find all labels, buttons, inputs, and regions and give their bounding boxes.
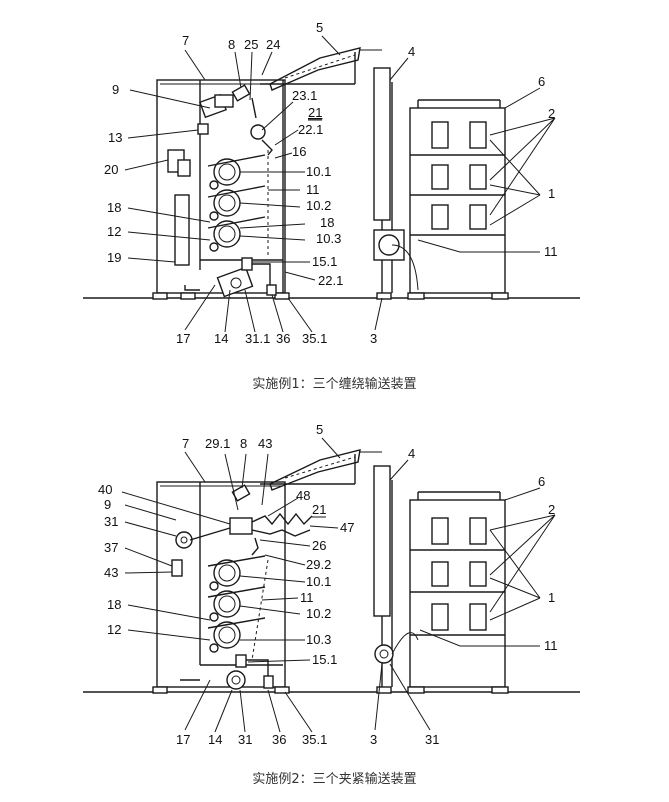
- label-23-1: 23.1: [292, 88, 317, 103]
- foot: [274, 292, 290, 300]
- label-36: 36: [272, 732, 286, 747]
- label-18: 18: [107, 597, 121, 612]
- label-10-3: 10.3: [316, 231, 341, 246]
- label-17: 17: [176, 732, 190, 747]
- stack: [431, 164, 449, 190]
- leader-lines: [124, 35, 556, 333]
- stack: [469, 164, 487, 190]
- boom-arm: [269, 47, 361, 91]
- label-7: 7: [182, 436, 189, 451]
- label-12: 12: [107, 622, 121, 637]
- label-10-3: 10.3: [306, 632, 331, 647]
- label-12: 12: [107, 224, 121, 239]
- label-8: 8: [240, 436, 247, 451]
- label-31b: 31: [238, 732, 252, 747]
- stack: [469, 204, 487, 230]
- label-18a: 18: [107, 200, 121, 215]
- label-15-1: 15.1: [312, 652, 337, 667]
- gripper-unit: [374, 644, 394, 664]
- figure-1-drawing: 7 8 25 24 5 4 6 9 23.1 21 2 22.1 13 16 2…: [83, 20, 580, 346]
- machine-frame: [156, 79, 286, 294]
- label-11b: 11: [544, 638, 558, 653]
- figure-2-caption: 实施例2：三个夹紧输送装置: [252, 772, 417, 787]
- label-10-1: 10.1: [306, 164, 331, 179]
- label-22-1a: 22.1: [298, 122, 323, 137]
- label-37: 37: [104, 540, 118, 555]
- stack: [431, 204, 449, 230]
- label-29-2: 29.2: [306, 557, 331, 572]
- stack: [469, 121, 487, 149]
- label-2: 2: [548, 502, 555, 517]
- label-8: 8: [228, 37, 235, 52]
- winding-unit: [213, 220, 241, 248]
- label-2: 2: [548, 106, 555, 121]
- foot: [152, 292, 168, 300]
- label-11b: 11: [544, 244, 558, 259]
- label-15-1: 15.1: [312, 254, 337, 269]
- label-5: 5: [316, 422, 323, 437]
- label-25: 25: [244, 37, 258, 52]
- label-17: 17: [176, 331, 190, 346]
- label-40: 40: [98, 482, 112, 497]
- label-36: 36: [276, 331, 290, 346]
- label-43a: 43: [258, 436, 272, 451]
- label-47: 47: [340, 520, 354, 535]
- label-6: 6: [538, 474, 545, 489]
- stack: [431, 121, 449, 149]
- label-26: 26: [312, 538, 326, 553]
- label-31-1: 31.1: [245, 331, 270, 346]
- machine-frame: [156, 481, 286, 688]
- label-1: 1: [548, 186, 555, 201]
- clamp-unit: [229, 517, 253, 535]
- label-4: 4: [408, 44, 415, 59]
- label-19: 19: [107, 250, 121, 265]
- label-4: 4: [408, 446, 415, 461]
- label-43b: 43: [104, 565, 118, 580]
- column: [373, 67, 391, 221]
- label-31a: 31: [104, 514, 118, 529]
- column: [373, 465, 391, 617]
- label-3: 3: [370, 331, 377, 346]
- figure-1-caption: 实施例1：三个缠绕输送装置: [252, 377, 417, 392]
- label-7: 7: [182, 33, 189, 48]
- label-14: 14: [214, 331, 228, 346]
- shaft-19: [174, 194, 190, 266]
- label-10-2: 10.2: [306, 198, 331, 213]
- label-11: 11: [306, 182, 320, 197]
- label-20: 20: [104, 162, 118, 177]
- label-9: 9: [112, 82, 119, 97]
- label-31c: 31: [425, 732, 439, 747]
- magazine-shelf: [409, 499, 506, 688]
- label-29-1: 29.1: [205, 436, 230, 451]
- label-11: 11: [300, 590, 314, 605]
- label-10-2: 10.2: [306, 606, 331, 621]
- label-13: 13: [108, 130, 122, 145]
- boom-arm: [269, 449, 361, 491]
- label-22-1b: 22.1: [318, 273, 343, 288]
- label-5: 5: [316, 20, 323, 35]
- label-35-1: 35.1: [302, 732, 327, 747]
- unit-14: [216, 266, 254, 298]
- label-1: 1: [548, 590, 555, 605]
- label-3: 3: [370, 732, 377, 747]
- label-18b: 18: [320, 215, 334, 230]
- label-35-1: 35.1: [302, 331, 327, 346]
- magazine-shelf: [409, 107, 506, 294]
- label-21: 21: [308, 105, 322, 120]
- label-24: 24: [266, 37, 280, 52]
- foot: [180, 292, 196, 300]
- figure-2-drawing: 7 29.1 8 43 5 4 6 40 48 9 21 2 31 47 26 …: [83, 422, 580, 747]
- label-14: 14: [208, 732, 222, 747]
- leader-lines: [121, 437, 556, 733]
- label-21: 21: [312, 502, 326, 517]
- label-10-1: 10.1: [306, 574, 331, 589]
- label-6: 6: [538, 74, 545, 89]
- label-9: 9: [104, 497, 111, 512]
- label-48: 48: [296, 488, 310, 503]
- label-16: 16: [292, 144, 306, 159]
